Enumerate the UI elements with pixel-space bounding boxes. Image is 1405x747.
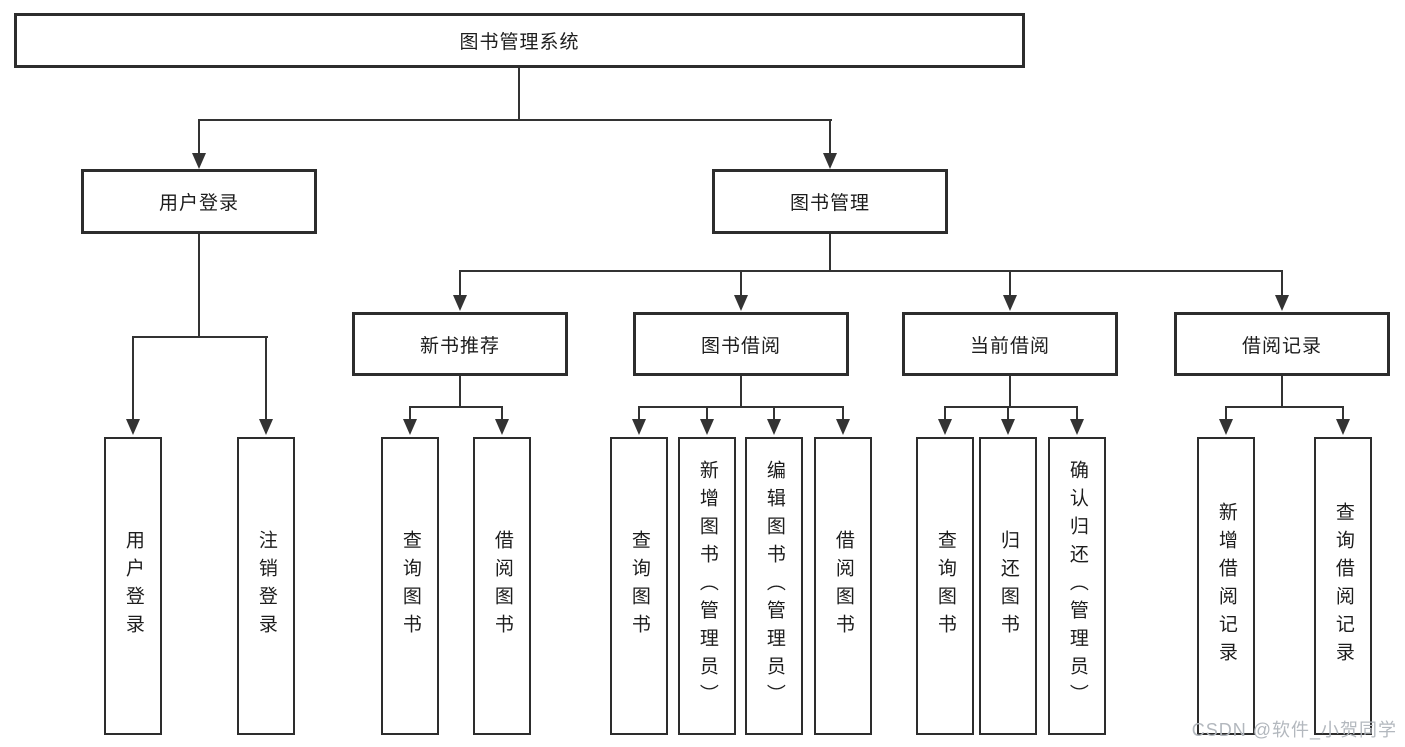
connector-line-v [501, 406, 503, 420]
connector-line-v [132, 336, 134, 420]
connector-line-v [518, 68, 520, 120]
leaf-confirm-return-admin: 确认归还（管理员） [1048, 437, 1106, 735]
connector-line-h [409, 406, 503, 408]
arrowhead-down-icon [632, 419, 646, 435]
node-user-login: 用户登录 [81, 169, 317, 234]
arrowhead-down-icon [259, 419, 273, 435]
connector-line-h [198, 119, 832, 121]
leaf-borrow-books-rec-label: 借阅图书 [491, 530, 513, 642]
leaf-user-login-label: 用户登录 [122, 530, 144, 642]
leaf-edit-books-admin: 编辑图书（管理员） [745, 437, 803, 735]
arrowhead-down-icon [938, 419, 952, 435]
connector-line-v [409, 406, 411, 420]
arrowhead-down-icon [1001, 419, 1015, 435]
node-borrow-record: 借阅记录 [1174, 312, 1390, 376]
connector-line-v [706, 406, 708, 420]
leaf-query-borrow-record: 查询借阅记录 [1314, 437, 1372, 735]
arrowhead-down-icon [1070, 419, 1084, 435]
connector-line-v [773, 406, 775, 420]
leaf-query-books-borrow: 查询图书 [610, 437, 668, 735]
connector-line-h [944, 406, 1078, 408]
connector-line-v [740, 270, 742, 296]
leaf-user-login: 用户登录 [104, 437, 162, 735]
arrowhead-down-icon [192, 153, 206, 169]
leaf-add-borrow-record: 新增借阅记录 [1197, 437, 1255, 735]
connector-line-v [1281, 270, 1283, 296]
connector-line-v [1007, 406, 1009, 420]
connector-line-v [829, 119, 831, 154]
arrowhead-down-icon [1336, 419, 1350, 435]
arrowhead-down-icon [453, 295, 467, 311]
leaf-add-borrow-record-label: 新增借阅记录 [1215, 502, 1237, 670]
leaf-borrow-books-rec: 借阅图书 [473, 437, 531, 735]
node-new-book-rec: 新书推荐 [352, 312, 568, 376]
leaf-add-books-admin-label: 新增图书（管理员） [696, 460, 718, 712]
arrowhead-down-icon [1275, 295, 1289, 311]
node-root: 图书管理系统 [14, 13, 1025, 68]
connector-line-v [829, 234, 831, 270]
connector-line-v [459, 376, 461, 406]
connector-line-h [1225, 406, 1344, 408]
node-book-mgmt: 图书管理 [712, 169, 948, 234]
leaf-query-books-current-label: 查询图书 [934, 530, 956, 642]
csdn-watermark: CSDN @软件_小贺同学 [1191, 720, 1397, 740]
arrowhead-down-icon [403, 419, 417, 435]
leaf-query-books-borrow-label: 查询图书 [628, 530, 650, 642]
node-book-borrow: 图书借阅 [633, 312, 849, 376]
connector-line-v [638, 406, 640, 420]
arrowhead-down-icon [823, 153, 837, 169]
arrowhead-down-icon [495, 419, 509, 435]
connector-line-h [132, 336, 268, 338]
arrowhead-down-icon [767, 419, 781, 435]
arrowhead-down-icon [734, 295, 748, 311]
connector-line-v [1342, 406, 1344, 420]
leaf-add-books-admin: 新增图书（管理员） [678, 437, 736, 735]
leaf-edit-books-admin-label: 编辑图书（管理员） [763, 460, 785, 712]
leaf-logout-label: 注销登录 [255, 530, 277, 642]
node-root-label: 图书管理系统 [459, 32, 580, 53]
connector-line-v [1009, 270, 1011, 296]
node-user-login-label: 用户登录 [158, 193, 239, 214]
node-borrow-record-label: 借阅记录 [1241, 335, 1322, 357]
connector-line-v [1281, 376, 1283, 406]
leaf-return-books-label: 归还图书 [997, 530, 1019, 642]
leaf-query-books-current: 查询图书 [916, 437, 974, 735]
leaf-borrow-books: 借阅图书 [814, 437, 872, 735]
connector-line-v [842, 406, 844, 420]
connector-line-v [1225, 406, 1227, 420]
connector-line-v [198, 234, 200, 337]
connector-line-v [198, 119, 200, 154]
connector-line-v [740, 376, 742, 406]
arrowhead-down-icon [126, 419, 140, 435]
leaf-confirm-return-admin-label: 确认归还（管理员） [1066, 460, 1088, 712]
node-new-book-rec-label: 新书推荐 [419, 335, 500, 357]
arrowhead-down-icon [836, 419, 850, 435]
arrowhead-down-icon [1003, 295, 1017, 311]
arrowhead-down-icon [700, 419, 714, 435]
leaf-return-books: 归还图书 [979, 437, 1037, 735]
connector-line-v [1009, 376, 1011, 406]
connector-line-v [1076, 406, 1078, 420]
leaf-query-borrow-record-label: 查询借阅记录 [1332, 502, 1354, 670]
connector-line-v [459, 270, 461, 296]
node-book-borrow-label: 图书借阅 [700, 335, 781, 357]
leaf-borrow-books-label: 借阅图书 [832, 530, 854, 642]
leaf-query-books-rec: 查询图书 [381, 437, 439, 735]
arrowhead-down-icon [1219, 419, 1233, 435]
leaf-query-books-rec-label: 查询图书 [399, 530, 421, 642]
node-book-mgmt-label: 图书管理 [789, 193, 870, 214]
connector-line-h [638, 406, 844, 408]
connector-line-v [944, 406, 946, 420]
node-current-borrow: 当前借阅 [902, 312, 1118, 376]
connector-line-h [459, 270, 1283, 272]
leaf-logout: 注销登录 [237, 437, 295, 735]
node-current-borrow-label: 当前借阅 [969, 335, 1050, 357]
connector-line-v [265, 336, 267, 420]
